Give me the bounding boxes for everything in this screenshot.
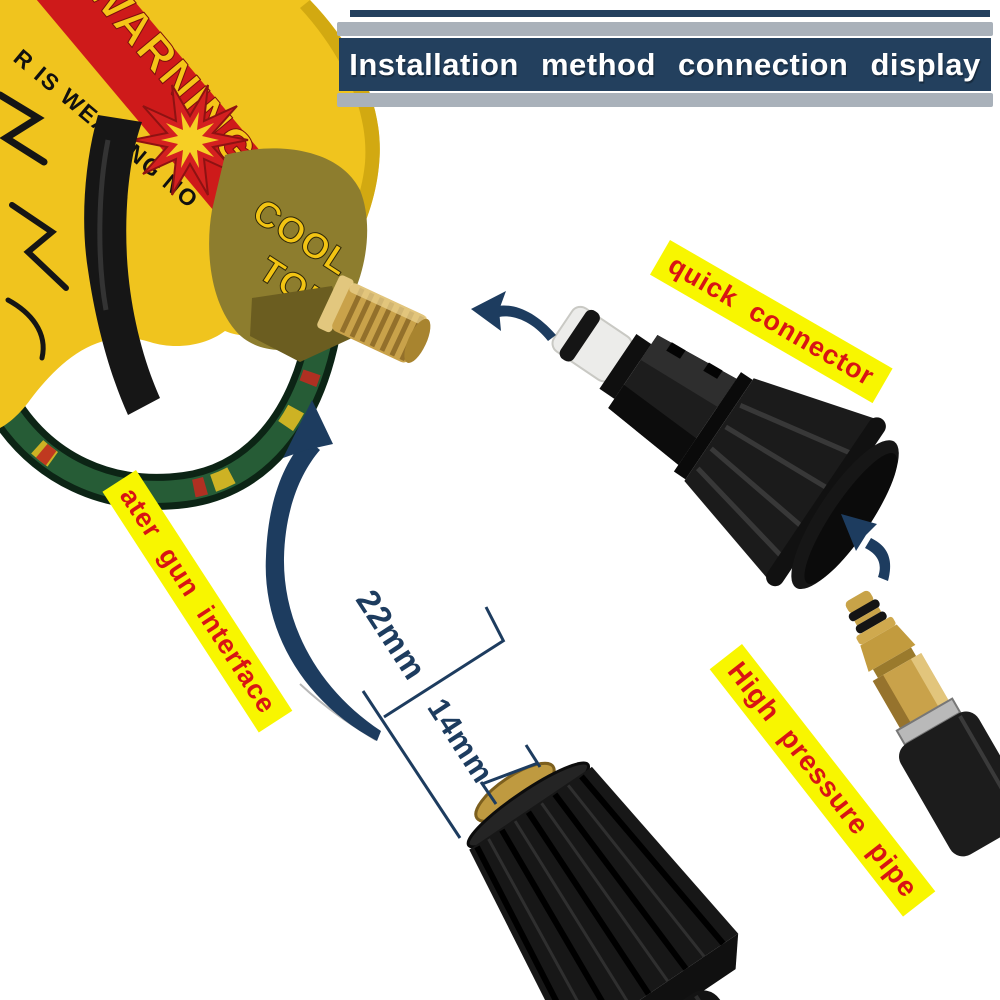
dimension-lines — [361, 606, 542, 839]
pressure-washer-gun: WARNING R IS WEARING NO COOL TORY — [0, 0, 431, 510]
connector-o-ring — [559, 309, 600, 362]
gun-brass-thread — [317, 275, 431, 363]
arrow-pipe-to-connector — [841, 514, 891, 581]
pipe-rubber-sleeve — [899, 711, 1000, 857]
banner-gray-bar-top — [337, 22, 993, 36]
hose-coupler-part — [466, 761, 813, 1000]
gun-handle-loop — [0, 317, 340, 510]
connector-hex-body — [608, 335, 737, 465]
gun-trigger — [84, 115, 160, 415]
pipe-brass-tip — [845, 590, 874, 614]
pipe-o-ring-1 — [848, 599, 880, 622]
quick-connector-part — [551, 305, 899, 590]
gun-graffiti-doodles — [0, 91, 69, 361]
banner-top-line — [350, 10, 990, 17]
high-pressure-pipe-part — [845, 590, 1000, 857]
arrow-gun-interface-up — [265, 400, 381, 741]
arrow-connector-to-gun — [471, 291, 556, 341]
coupler-ribbed-body — [469, 766, 739, 1000]
coupler-ribs — [474, 774, 726, 1000]
page-title: Installation method connection display — [339, 38, 991, 91]
pipe-o-ring-2 — [855, 611, 887, 634]
banner-gray-bar-bottom — [337, 93, 993, 107]
pipe-brass-cylinder — [872, 653, 949, 729]
